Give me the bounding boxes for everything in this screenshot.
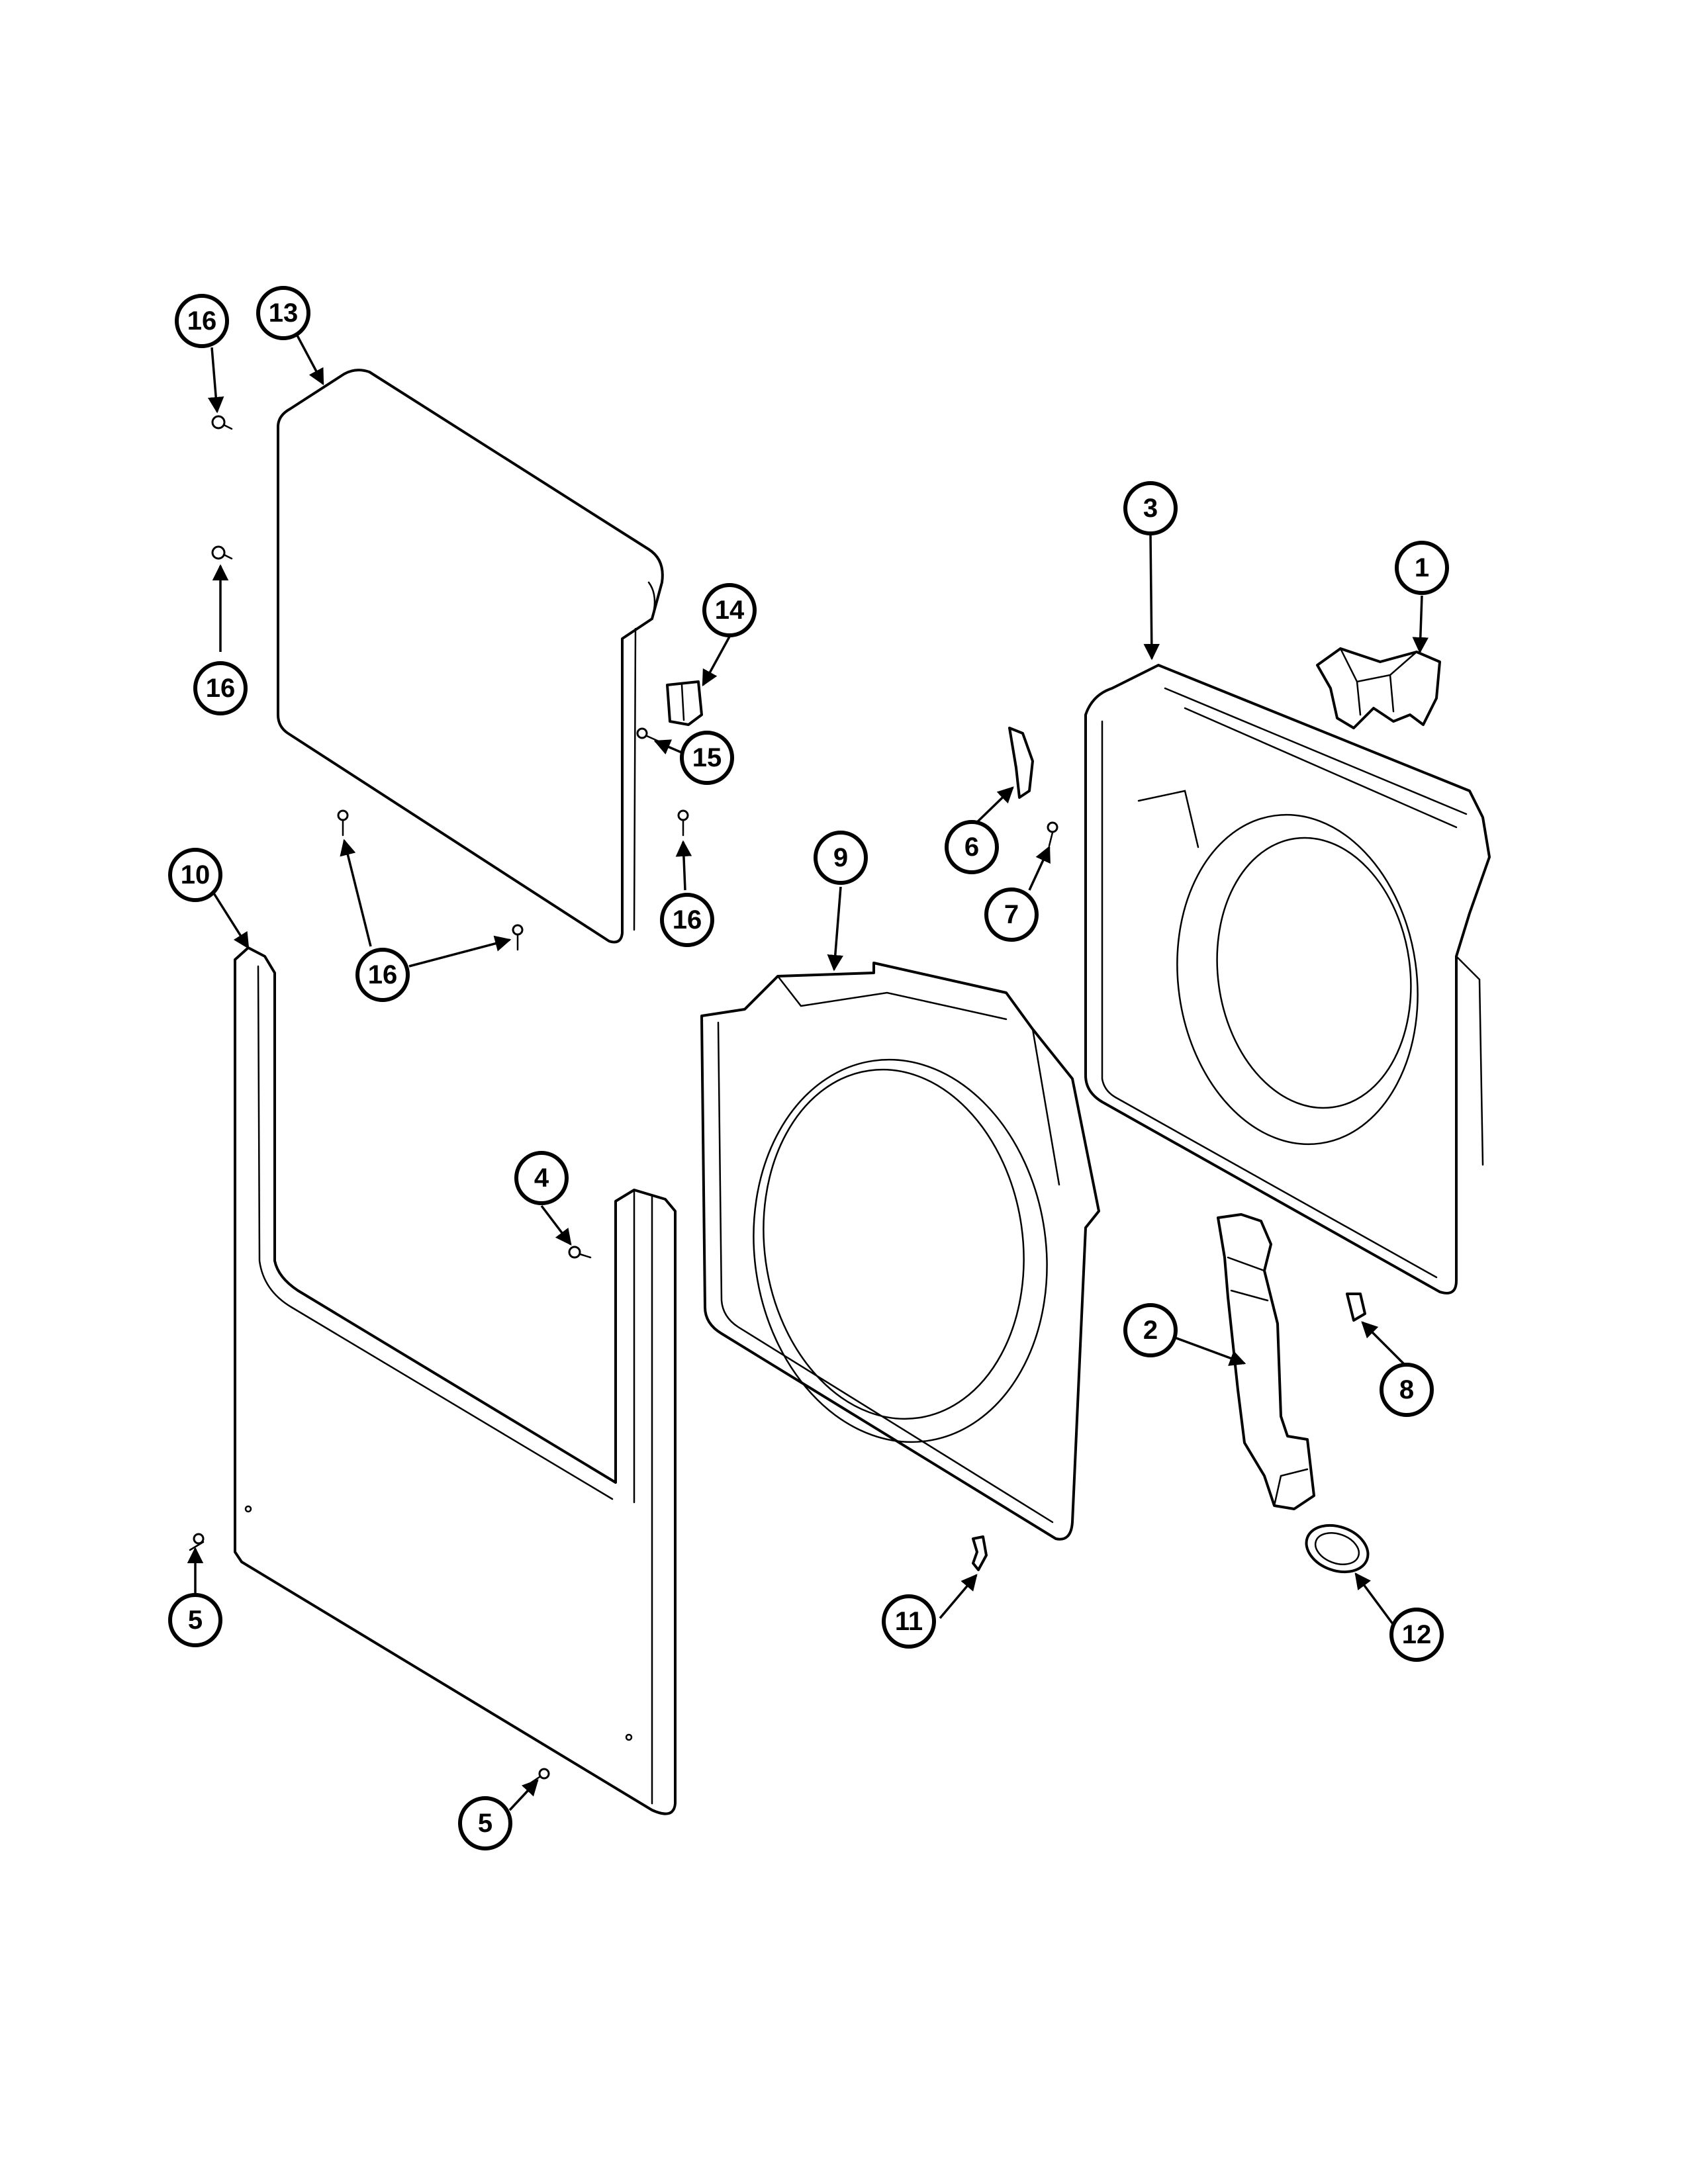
callout-14: 14 <box>702 583 757 637</box>
svg-text:11: 11 <box>895 1607 923 1636</box>
callout-4: 4 <box>514 1151 569 1205</box>
callout-11: 11 <box>882 1594 936 1649</box>
callout-9: 9 <box>814 831 868 885</box>
svg-text:16: 16 <box>187 306 217 336</box>
callout-2: 2 <box>1123 1303 1178 1357</box>
screw-7 <box>1047 821 1058 847</box>
part-3-rear-bulkhead <box>1084 664 1491 1295</box>
screw-16d <box>512 924 524 951</box>
svg-text:5: 5 <box>478 1809 492 1838</box>
svg-text:16: 16 <box>673 905 702 934</box>
screw-5a <box>189 1533 205 1551</box>
callout-16-right: 16 <box>660 893 714 947</box>
callout-10: 10 <box>168 848 222 902</box>
screw-16e <box>677 809 689 837</box>
screw-16c <box>337 809 349 837</box>
callout-1: 1 <box>1395 541 1449 595</box>
screw-16a <box>211 415 233 430</box>
svg-text:13: 13 <box>269 298 299 328</box>
svg-text:14: 14 <box>715 596 745 625</box>
svg-text:12: 12 <box>1402 1620 1432 1649</box>
part-6-clip <box>1008 727 1034 799</box>
screw-16b <box>211 545 233 560</box>
svg-text:2: 2 <box>1143 1316 1158 1345</box>
svg-text:16: 16 <box>368 960 398 989</box>
callout-12: 12 <box>1389 1608 1444 1662</box>
svg-text:5: 5 <box>188 1606 203 1635</box>
svg-text:4: 4 <box>534 1163 549 1193</box>
callout-13: 13 <box>256 286 310 340</box>
callout-6: 6 <box>945 820 999 874</box>
svg-text:8: 8 <box>1399 1375 1414 1404</box>
screw-15 <box>636 727 660 743</box>
callout-8: 8 <box>1380 1363 1434 1417</box>
screw-4 <box>568 1246 592 1259</box>
svg-text:15: 15 <box>692 743 722 772</box>
svg-text:6: 6 <box>964 833 979 862</box>
part-11-clip <box>972 1535 988 1571</box>
part-14-hinge-bracket <box>666 680 703 726</box>
callout-15: 15 <box>680 731 734 785</box>
svg-text:1: 1 <box>1415 553 1429 582</box>
leader-lines <box>187 334 1429 1811</box>
part-9-front-frame <box>700 962 1100 1541</box>
part-13-top-panel <box>277 369 664 944</box>
callout-3: 3 <box>1123 481 1178 535</box>
svg-text:9: 9 <box>833 843 848 872</box>
callout-16-topleft: 16 <box>175 294 229 348</box>
callout-16-bottom: 16 <box>355 948 410 1002</box>
part-1-bracket <box>1316 647 1441 729</box>
part-12-gasket-ring <box>1305 1524 1370 1574</box>
part-2-duct-hose <box>1217 1213 1315 1510</box>
svg-text:16: 16 <box>206 674 236 703</box>
callout-5-left: 5 <box>168 1593 222 1647</box>
svg-text:3: 3 <box>1143 494 1158 523</box>
callout-5-bottom: 5 <box>458 1796 512 1850</box>
svg-text:7: 7 <box>1004 900 1019 929</box>
svg-text:10: 10 <box>181 860 211 889</box>
screw-5b <box>528 1768 550 1785</box>
part-8-clip <box>1346 1293 1366 1322</box>
callout-7: 7 <box>984 887 1039 942</box>
callout-16-left: 16 <box>193 661 248 715</box>
part-10-front-panel <box>234 946 677 1815</box>
